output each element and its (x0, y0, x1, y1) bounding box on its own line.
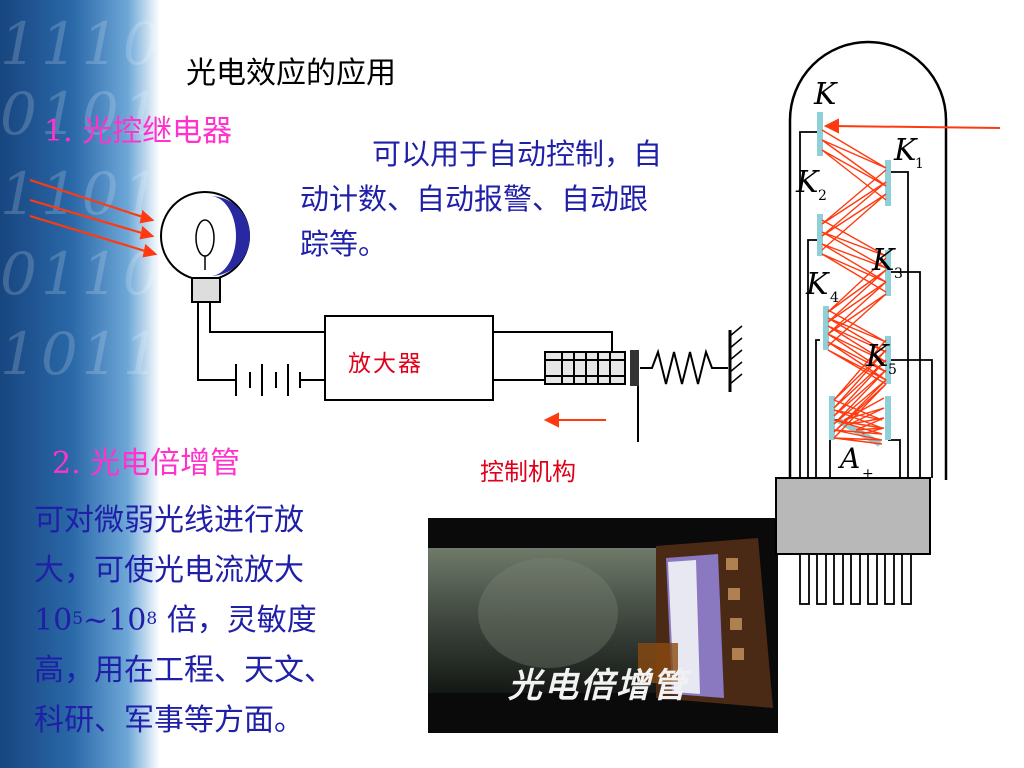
glass-envelope (788, 40, 948, 480)
section2-description: 可对微弱光线进行放 大，可使光电流放大 105~108 倍，灵敏度 高，用在工程… (34, 496, 434, 746)
desc-line-4: 高，用在工程、天文、 (34, 653, 334, 688)
incoming-light-ray (823, 118, 1001, 134)
label-k1-sub: 1 (915, 156, 924, 172)
desc-line-2: 大，可使光电流放大 (34, 553, 304, 588)
incident-light-rays (29, 178, 158, 258)
desc-line-3-rest: 倍，灵敏度 (157, 603, 317, 638)
label-k4: K (805, 267, 830, 302)
decor-digits: 0101 (0, 80, 160, 148)
photocell (160, 191, 250, 303)
label-k2-sub: 2 (818, 188, 827, 204)
section1-heading: 1. 光控继电器 (44, 114, 233, 149)
label-k2: K (795, 165, 820, 200)
decor-digits: 1101 (0, 160, 160, 228)
amplifier-label: 放大器 (348, 351, 423, 377)
decor-digits: 1110 (0, 10, 160, 78)
label-anode: A (837, 442, 860, 475)
range-separator: ~ (83, 603, 109, 638)
photomultiplier-photo: 光电倍增管 (428, 518, 778, 733)
tube-pins (799, 553, 912, 605)
desc-line-1: 可对微弱光线进行放 (34, 503, 304, 538)
label-anode-sub: + (862, 466, 874, 482)
section1-description: 可以用于自动控制，自动计数、自动报警、自动跟踪等。 (300, 137, 663, 261)
direction-arrow (543, 412, 606, 428)
range-base-high: 10 (108, 603, 147, 638)
armature (630, 350, 639, 386)
label-k3: K (871, 243, 896, 278)
battery (228, 364, 301, 396)
label-k3-sub: 3 (894, 266, 903, 282)
electromagnet-coil (544, 351, 626, 385)
internal-wires (799, 131, 933, 478)
label-k5-sub: 5 (888, 362, 897, 378)
photo-caption: 光电倍增管 (508, 666, 688, 706)
tube-base (775, 477, 931, 555)
range-base-low: 10 (34, 603, 73, 638)
amplifier-box (324, 315, 494, 401)
photo-illustration (428, 518, 778, 733)
range-exp-low: 5 (72, 609, 84, 629)
label-cathode: K (813, 77, 838, 112)
desc-line-3: 105~108 倍，灵敏度 (34, 603, 317, 638)
section2-heading: 2. 光电倍增管 (52, 446, 241, 481)
desc-line-5: 科研、军事等方面。 (34, 703, 304, 738)
control-mechanism-label: 控制机构 (480, 458, 576, 486)
photo-relay-diagram (29, 178, 743, 442)
left-decorative-bar: 1110 0101 1101 0110 1011 (0, 0, 160, 768)
label-k4-sub: 4 (830, 290, 839, 306)
decor-digits: 0110 (0, 240, 160, 308)
label-k1: K (893, 133, 918, 168)
range-exp-high: 8 (146, 609, 158, 629)
electrode-labels: K K 1 K 2 K 3 K 4 K 5 A + (795, 77, 924, 482)
spring (640, 348, 728, 385)
wall-mount (728, 325, 743, 392)
photomultiplier-tube-diagram: K K 1 K 2 K 3 K 4 K 5 A + (775, 40, 1001, 605)
decor-digits: 1011 (0, 320, 160, 388)
label-k5: K (865, 339, 890, 374)
electron-cascade (821, 129, 887, 445)
page-title: 光电效应的应用 (186, 56, 396, 91)
